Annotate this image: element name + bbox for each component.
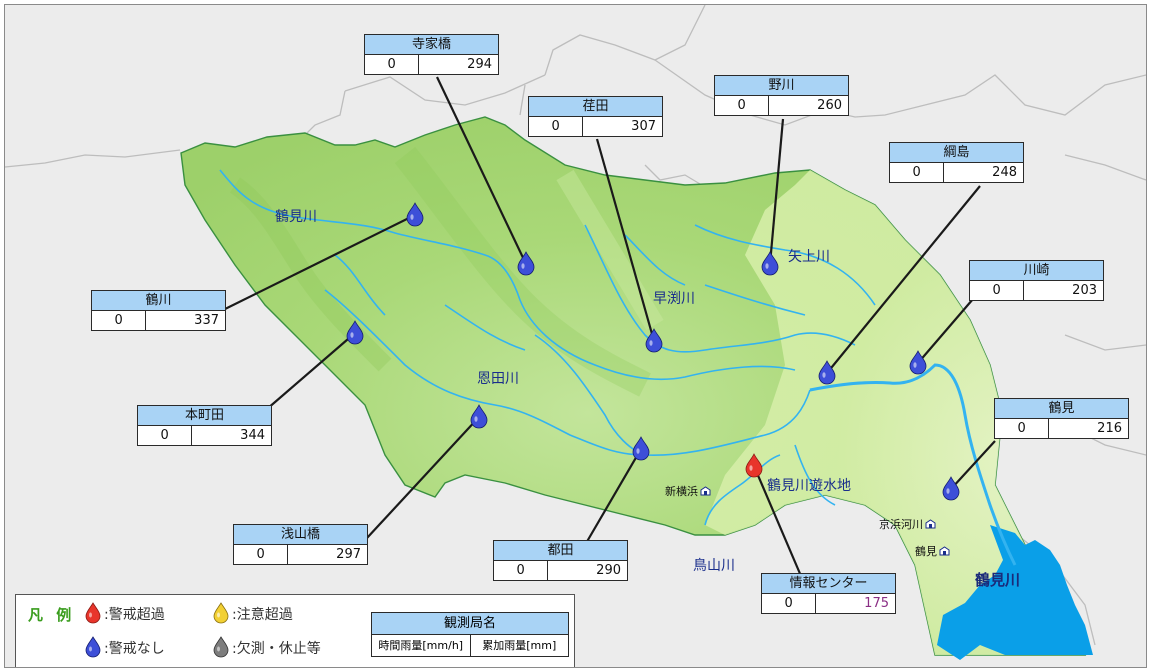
place-label-tsurumi-office: 鶴見: [915, 543, 950, 559]
drop-highlight: [913, 362, 917, 368]
gauge-marker-terakebashi[interactable]: [517, 251, 535, 276]
river-label-toriyama: 鳥山川: [693, 558, 735, 574]
drop-highlight: [410, 214, 414, 220]
drop-highlight: [822, 372, 826, 378]
gauge-marker-tsurukawa[interactable]: [406, 202, 424, 227]
legend-alarm-exceeded: :警戒超過: [104, 607, 165, 623]
gauge-marker-shoda[interactable]: [645, 328, 663, 353]
drop-icon: [818, 360, 836, 385]
gauge-marker-asayamabashi[interactable]: [470, 404, 488, 429]
harbour-sea: [937, 525, 1093, 660]
river-label-onda: 恩田川: [477, 371, 519, 387]
legend-no-alarm: :警戒なし: [104, 641, 165, 657]
main-river: [809, 363, 1017, 566]
river-label-tsurumi-mouth: 鶴見川: [975, 571, 1021, 589]
place-label-keihin-office: 京浜河川: [879, 516, 936, 532]
legend-caution-exceeded: :注意超過: [232, 607, 293, 623]
drop-icon: [346, 320, 364, 345]
place-label-shinyokohama: 新横浜: [665, 483, 711, 499]
legend-missing: :欠測・休止等: [232, 641, 321, 657]
tsurumi-basin: [180, 116, 1087, 656]
drop-icon: [470, 404, 488, 429]
legend-panel: 凡 例 :警戒超過 :注意超過 :警戒なし :欠測・休止等 観測局名 時間雨量[…: [15, 594, 575, 667]
map-frame: 鶴見川 矢上川 早渕川 恩田川 鳥山川 鶴見川 鶴見川遊水地 新横浜 京浜河川 …: [4, 4, 1147, 668]
river-label-tsurumi-upper: 鶴見川: [275, 209, 317, 225]
caution-drop-icon: [213, 602, 229, 624]
drop-icon: [406, 202, 424, 227]
gauge-marker-center[interactable]: [745, 453, 763, 478]
drop-icon: [517, 251, 535, 276]
gauge-marker-nogawa[interactable]: [761, 251, 779, 276]
drop-icon: [942, 476, 960, 501]
gauge-marker-tsuda[interactable]: [632, 436, 650, 461]
gauge-marker-tsunashima[interactable]: [818, 360, 836, 385]
drop-highlight: [636, 448, 640, 454]
drop-highlight: [350, 332, 354, 338]
alarm-drop-icon: [85, 602, 101, 624]
drop-icon: [909, 350, 927, 375]
drop-highlight: [474, 416, 478, 422]
drop-highlight: [649, 340, 653, 346]
drop-highlight: [946, 488, 950, 494]
legend-station-box: 観測局名 時間雨量[mm/h] 累加雨量[mm]: [371, 612, 569, 657]
missing-drop-icon: [213, 636, 229, 658]
legend-total-caption: 累加雨量[mm]: [482, 639, 557, 652]
building-icon: [939, 546, 950, 556]
building-icon: [925, 519, 936, 529]
drop-icon: [761, 251, 779, 276]
basin-map[interactable]: [5, 5, 1146, 667]
river-label-yagami: 矢上川: [788, 249, 830, 265]
place-label-yusuichi: 鶴見川遊水地: [767, 478, 851, 494]
connector-lines: [220, 76, 996, 577]
drop-highlight: [521, 263, 525, 269]
river-label-hayabuchi: 早渕川: [653, 291, 695, 307]
drop-icon: [645, 328, 663, 353]
drop-icon: [745, 453, 763, 478]
drop-highlight: [749, 465, 753, 471]
building-icon: [700, 486, 711, 496]
gauge-markers: [346, 202, 960, 501]
legend-hourly-caption: 時間雨量[mm/h]: [372, 635, 471, 656]
gauge-marker-honmachida[interactable]: [346, 320, 364, 345]
drop-highlight: [765, 263, 769, 269]
gauge-marker-tsurumi[interactable]: [942, 476, 960, 501]
gauge-marker-kawasaki[interactable]: [909, 350, 927, 375]
no-alarm-drop-icon: [85, 636, 101, 658]
river-network: [219, 169, 876, 526]
legend-title: 凡 例: [28, 606, 76, 624]
drop-icon: [632, 436, 650, 461]
